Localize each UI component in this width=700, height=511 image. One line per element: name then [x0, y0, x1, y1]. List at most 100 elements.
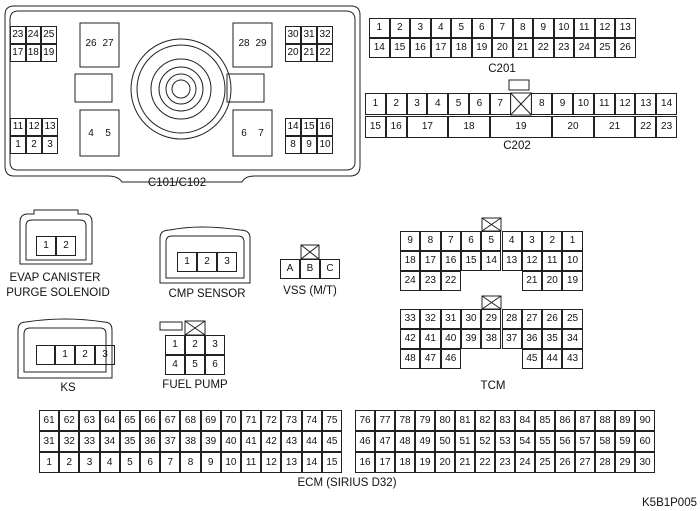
tcm-pin: 44 [542, 349, 563, 369]
c202-pin: 23 [656, 116, 677, 138]
ecm-pin: 25 [535, 452, 555, 473]
c101-pin: 31 [301, 26, 317, 44]
ecm-pin: 10 [220, 452, 241, 473]
c201-pin: 24 [574, 38, 595, 58]
c201-pin: 13 [615, 18, 636, 38]
tcm-pin: 27 [521, 309, 543, 329]
c101-pin: 21 [301, 44, 317, 62]
c201-pin: 7 [492, 18, 513, 38]
ecm-pin: 14 [301, 452, 322, 473]
c201-pin: 11 [574, 18, 595, 38]
c201-pin: 12 [594, 18, 615, 38]
tcm-pin: 21 [521, 271, 543, 291]
tcm-pin: 17 [420, 251, 441, 271]
ecm-pin: 83 [495, 410, 515, 431]
c201-pin: 10 [553, 18, 574, 38]
ecm-pin: 5 [119, 452, 140, 473]
tcm-pin: 47 [420, 349, 441, 369]
tcm-pin: 15 [460, 251, 482, 271]
tcm-pin: 32 [420, 309, 441, 329]
ecm-pin: 84 [515, 410, 535, 431]
c201-pin: 25 [594, 38, 615, 58]
ecm-pin: 59 [615, 431, 635, 452]
evap-label-line2: PURGE SOLENOID [6, 287, 110, 299]
tcm-pin: 42 [400, 329, 421, 349]
ks-housing-inner [23, 327, 107, 373]
c101-pin: 17 [10, 44, 26, 62]
ecm-pin: 32 [59, 431, 80, 452]
ecm-pin: 43 [281, 431, 302, 452]
tcm-pin: 41 [420, 329, 441, 349]
c101-pin: 28 [238, 38, 250, 49]
c101-pinblock-4-5 [79, 109, 120, 157]
c101-pin: 6 [241, 128, 247, 139]
c101-pinblock-28-29 [232, 22, 273, 68]
ecm-pin: 6 [140, 452, 161, 473]
ecm-pin: 26 [555, 452, 575, 473]
c201-label: C201 [488, 63, 516, 75]
vss-label: VSS (M/T) [283, 285, 337, 297]
ecm-pin: 70 [220, 410, 241, 431]
ecm-pin: 30 [635, 452, 655, 473]
ecm-pin: 86 [555, 410, 575, 431]
fuel-pin: 2 [185, 335, 205, 355]
ks-empty-pin [36, 345, 55, 365]
cmp-label: CMP SENSOR [168, 288, 246, 300]
tcm-pin: 46 [440, 349, 461, 369]
c101-pin: 11 [10, 118, 26, 136]
ks-pin: 1 [55, 345, 75, 365]
c101-slot-right [226, 73, 265, 103]
tcm-pin: 19 [562, 271, 583, 291]
c201-pin: 1 [369, 18, 390, 38]
tcm-blocked-pin-bottom [481, 295, 502, 310]
evap-label: EVAP CANISTER [9, 272, 101, 284]
evap-housing [19, 209, 93, 265]
c101-pin: 15 [301, 118, 317, 136]
c201-pin: 20 [492, 38, 513, 58]
ecm-pin: 46 [355, 431, 375, 452]
ecm-pin: 15 [321, 452, 342, 473]
tcm-pin: 3 [521, 231, 543, 251]
c201-pin: 5 [451, 18, 472, 38]
ks-pin: 2 [75, 345, 95, 365]
ecm-pin: 2 [59, 452, 80, 473]
tcm-pin: 48 [400, 349, 421, 369]
c201-pin: 22 [533, 38, 554, 58]
fuel-pin: 4 [165, 355, 185, 375]
tcm-pin: 7 [440, 231, 461, 251]
ecm-pin: 48 [395, 431, 415, 452]
cmp-pin: 2 [197, 252, 217, 272]
c101-pin: 32 [317, 26, 333, 44]
tcm-pin: 38 [481, 329, 502, 349]
ecm-pin: 9 [200, 452, 221, 473]
c202-pin: 6 [469, 93, 490, 115]
ecm-pin: 16 [355, 452, 375, 473]
ecm-pin: 61 [39, 410, 60, 431]
tcm-pin: 28 [501, 309, 522, 329]
c101-bolt-ring-1 [130, 38, 232, 140]
ecm-pin: 50 [435, 431, 455, 452]
ecm-pin: 69 [200, 410, 221, 431]
cmp-housing [159, 226, 251, 284]
c101-pin: 10 [317, 136, 333, 154]
c101-pin: 13 [42, 118, 58, 136]
c101-pin: 23 [10, 26, 26, 44]
c201-pin: 21 [512, 38, 533, 58]
tcm-pin: 35 [542, 329, 563, 349]
c101-bolt-ring-4 [158, 66, 204, 112]
ecm-pin: 17 [375, 452, 395, 473]
ks-housing [17, 318, 113, 379]
c201-pin: 16 [410, 38, 431, 58]
ecm-pin: 47 [375, 431, 395, 452]
ecm-pin: 44 [301, 431, 322, 452]
c202-pin: 1 [365, 93, 386, 115]
c101-pin: 24 [25, 26, 41, 44]
fuel-pin: 3 [205, 335, 225, 355]
c101-pin: 25 [41, 26, 57, 44]
c202-pin: 14 [656, 93, 677, 115]
c201-pin: 15 [389, 38, 410, 58]
ecm-pin: 66 [140, 410, 161, 431]
ecm-pin: 80 [435, 410, 455, 431]
ecm-pin: 38 [180, 431, 201, 452]
